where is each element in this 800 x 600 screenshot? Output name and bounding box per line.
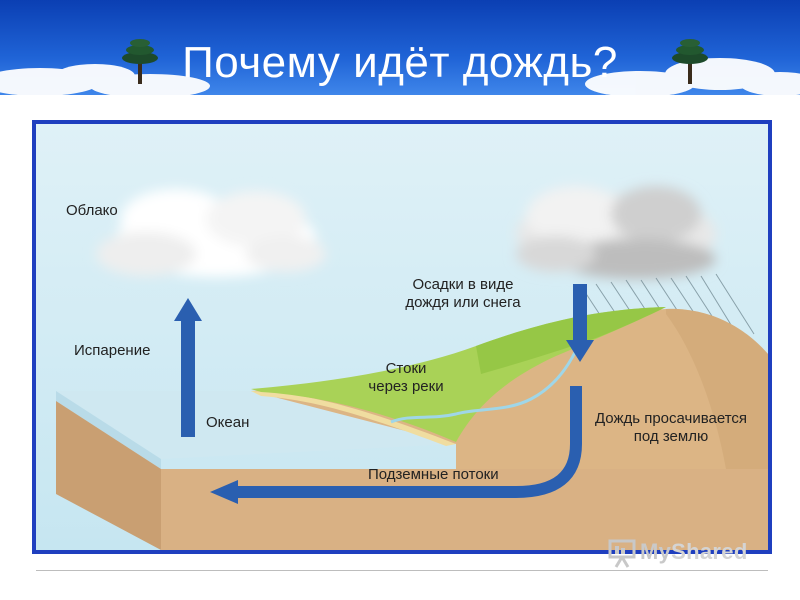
label-groundwater: Подземные потоки (368, 466, 499, 483)
ocean-surface (56, 391, 456, 459)
label-precipitation: Осадки в виде дождя или снега (388, 276, 538, 312)
header-banner (0, 0, 800, 95)
ocean-front (56, 391, 161, 469)
cloud-left (96, 189, 326, 277)
label-evaporation: Испарение (74, 342, 151, 359)
label-infiltration-line2: под землю (633, 428, 709, 445)
cloud-right (516, 186, 716, 279)
ground-side (56, 401, 161, 550)
groundwater-arrow (210, 386, 582, 504)
evaporation-arrow (174, 298, 202, 437)
label-runoff-line2: через реки (368, 378, 444, 395)
label-infiltration-line1: Дождь просачивается (594, 410, 748, 427)
river (390, 338, 583, 424)
label-infiltration: Дождь просачивается под землю (578, 410, 764, 446)
presentation-icon (608, 539, 636, 568)
water-cycle-diagram: Облако Испарение Океан Осадки в виде дож… (32, 120, 772, 554)
myshared-logo: MyShared (606, 535, 766, 571)
precipitation-arrow (566, 284, 594, 362)
logo-my: My (640, 539, 672, 564)
logo-wordmark: MyShared (640, 539, 748, 565)
hill-slope (666, 308, 768, 469)
hill (251, 308, 768, 469)
beach (251, 391, 456, 446)
footer-divider (36, 570, 768, 571)
tree-icon (672, 39, 708, 84)
diagram-artwork (36, 124, 768, 550)
label-ocean: Океан (206, 414, 250, 431)
label-precipitation-line2: дождя или снега (405, 294, 521, 311)
label-cloud: Облако (66, 202, 118, 219)
logo-shared: Shared (671, 539, 748, 564)
label-precipitation-line1: Осадки в виде (412, 276, 514, 293)
header-clouds (0, 58, 800, 95)
tree-icon (122, 39, 158, 84)
label-runoff-line1: Стоки (385, 360, 427, 377)
label-runoff: Стоки через реки (356, 360, 456, 396)
slide-header: Почему идёт дождь? (0, 0, 800, 95)
slide-title: Почему идёт дождь? (182, 38, 618, 87)
